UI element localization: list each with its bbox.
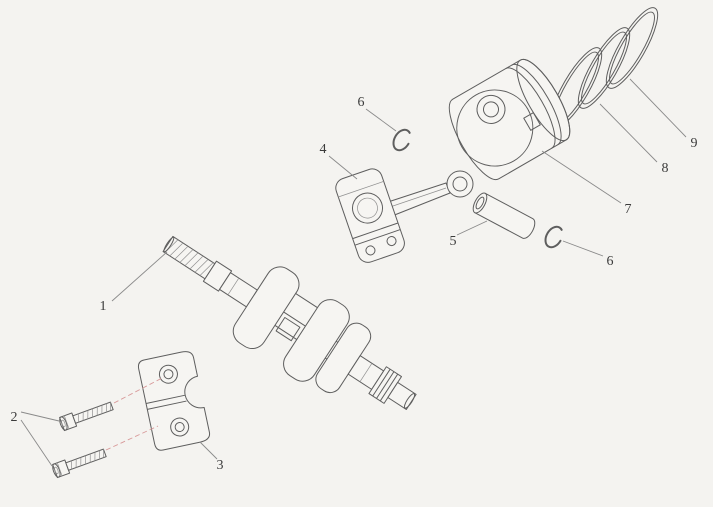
crankshaft-drawing (162, 235, 417, 410)
callout-4: 4 (319, 142, 327, 157)
circlip-upper-drawing (392, 128, 412, 152)
piston-drawing (448, 58, 571, 180)
bolt-2-thread-hatch (71, 449, 104, 470)
callout-9: 9 (690, 136, 698, 151)
callout-7: 7 (624, 202, 632, 217)
callout-1: 1 (99, 299, 107, 314)
bolt-1-drawing (59, 401, 114, 432)
piston-ring-middle-drawing (577, 27, 631, 109)
callout-5: 5 (449, 234, 457, 249)
callout-8: 8 (661, 161, 669, 176)
leader-lines (20, 78, 687, 467)
bearing-cap-drawing (137, 351, 211, 451)
assembly-centerlines (105, 376, 165, 451)
callout-6-lower: 6 (606, 254, 614, 269)
circlip-lower-drawing (544, 225, 564, 249)
piston-ring-outer-drawing (605, 7, 659, 89)
bolt-1-thread-hatch (78, 402, 111, 423)
bolt-2-drawing (52, 448, 107, 479)
callout-3: 3 (216, 458, 224, 473)
connecting-rod-drawing (335, 168, 474, 263)
callout-6-upper: 6 (357, 95, 365, 110)
piston-pin-drawing (472, 192, 536, 239)
callout-2: 2 (10, 410, 18, 425)
